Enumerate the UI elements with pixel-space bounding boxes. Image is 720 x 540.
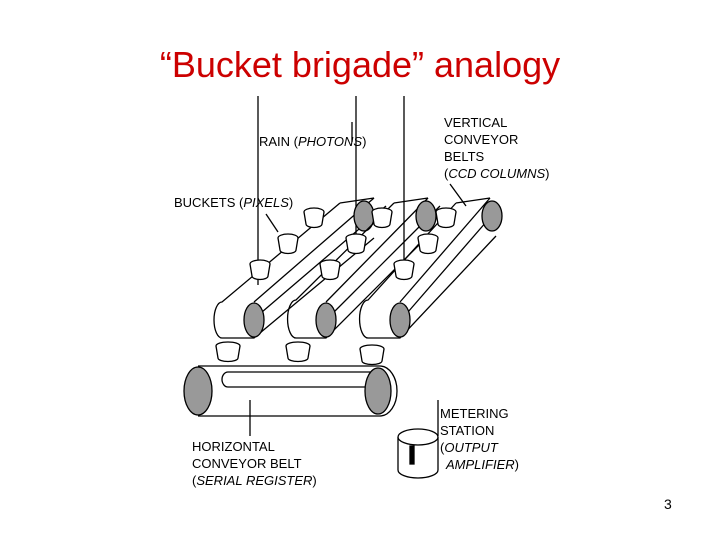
rain-label-suffix: ) bbox=[362, 134, 367, 149]
belt-back bbox=[455, 197, 491, 204]
belt-back bbox=[393, 197, 429, 204]
bucket bbox=[215, 341, 241, 363]
bucket bbox=[319, 259, 341, 281]
horizontal-belt-outline bbox=[198, 365, 398, 417]
belt-outline bbox=[286, 202, 429, 339]
buckets-label-suffix: ) bbox=[288, 195, 294, 210]
rain-label: RAIN (PHOTONS) bbox=[259, 133, 366, 150]
metering-line4-italic: AMPLIFIER bbox=[446, 457, 515, 472]
horizontal-belt-label: HORIZONTAL CONVEYOR BELT (SERIAL REGISTE… bbox=[192, 438, 317, 489]
belt-outline bbox=[358, 202, 497, 339]
bucket bbox=[371, 207, 393, 229]
vertical-belts-label: VERTICAL CONVEYOR BELTS (CCD COLUMNS) bbox=[444, 114, 549, 182]
horizontal-belt-line3-prefix: ( bbox=[192, 473, 197, 488]
metering-station-body bbox=[397, 437, 439, 479]
horizontal-conveyor-belt bbox=[183, 365, 398, 417]
vertical-belts-line4-suffix: ) bbox=[545, 166, 550, 181]
bucket bbox=[417, 233, 439, 255]
buckets-label-italic: PIXELS bbox=[243, 195, 289, 210]
vertical-belts-pointer bbox=[449, 183, 467, 207]
page-number: 3 bbox=[664, 496, 672, 512]
horizontal-belt-line2: CONVEYOR BELT bbox=[192, 456, 302, 471]
vertical-belts-line2: CONVEYOR bbox=[444, 132, 519, 147]
bucket bbox=[277, 233, 299, 255]
belt-3-top-end bbox=[481, 200, 503, 232]
buckets-label: BUCKETS (PIXELS) bbox=[174, 194, 293, 211]
belt-edge bbox=[325, 197, 429, 303]
buckets-pointer bbox=[265, 213, 279, 233]
metering-line3-italic: OUTPUT bbox=[444, 440, 498, 455]
metering-line4: AMPLIFIER) bbox=[440, 456, 519, 473]
rain-label-prefix: RAIN ( bbox=[259, 134, 298, 149]
vertical-belts-line4-prefix: ( bbox=[444, 166, 449, 181]
belt-2-bottom-end bbox=[315, 302, 337, 338]
metering-line4-suffix: ) bbox=[514, 457, 519, 472]
vertical-conveyor-belt-2 bbox=[286, 197, 441, 339]
bucket bbox=[345, 233, 367, 255]
bucket bbox=[393, 259, 415, 281]
bucket bbox=[359, 344, 385, 366]
horizontal-belt-left-end bbox=[183, 366, 213, 416]
metering-station bbox=[397, 428, 439, 479]
metering-station-top bbox=[397, 428, 439, 446]
belt-3-bottom-end bbox=[389, 302, 411, 338]
belt-outline bbox=[213, 202, 375, 339]
rain-lines bbox=[257, 96, 405, 285]
vertical-belts-line4: (CCD COLUMNS) bbox=[444, 165, 549, 182]
slide-title: “Bucket brigade” analogy bbox=[159, 44, 561, 85]
vertical-belts-line1: VERTICAL bbox=[444, 115, 508, 130]
buckets-label-prefix: BUCKETS ( bbox=[174, 195, 244, 210]
metering-line2: STATION bbox=[440, 423, 495, 438]
belt-back bbox=[339, 197, 375, 204]
metering-line3-prefix: ( bbox=[440, 440, 445, 455]
vertical-conveyor-belt-1 bbox=[213, 197, 387, 339]
vertical-conveyor-belt-3 bbox=[358, 197, 503, 339]
belt-1-bottom-end bbox=[243, 302, 265, 338]
horizontal-belt-line3-italic: SERIAL REGISTER bbox=[196, 473, 313, 488]
pixel-buckets bbox=[249, 207, 457, 281]
metering-station-label: METERING STATION (OUTPUT AMPLIFIER) bbox=[440, 405, 519, 473]
metering-station-gauge bbox=[409, 445, 415, 465]
serial-buckets bbox=[215, 341, 385, 366]
rain-label-italic: PHOTONS bbox=[298, 134, 363, 149]
vertical-belts-line4-italic: CCD COLUMNS bbox=[448, 166, 546, 181]
horizontal-belt-right-end bbox=[364, 367, 392, 415]
vertical-belts-line3: BELTS bbox=[444, 149, 485, 164]
bucket bbox=[435, 207, 457, 229]
belt-edge bbox=[399, 197, 491, 303]
metering-line1: METERING bbox=[440, 406, 509, 421]
bucket bbox=[303, 207, 325, 229]
horizontal-belt-line3-suffix: ) bbox=[312, 473, 317, 488]
horizontal-belt-line3: (SERIAL REGISTER) bbox=[192, 472, 317, 489]
pointer-lines bbox=[249, 122, 467, 436]
bucket bbox=[285, 341, 311, 363]
horizontal-belt-curl bbox=[221, 371, 229, 388]
metering-line3: (OUTPUT bbox=[440, 439, 519, 456]
horizontal-belt-line1: HORIZONTAL bbox=[192, 439, 275, 454]
bucket bbox=[249, 259, 271, 281]
belt-2-top-end bbox=[415, 200, 437, 232]
